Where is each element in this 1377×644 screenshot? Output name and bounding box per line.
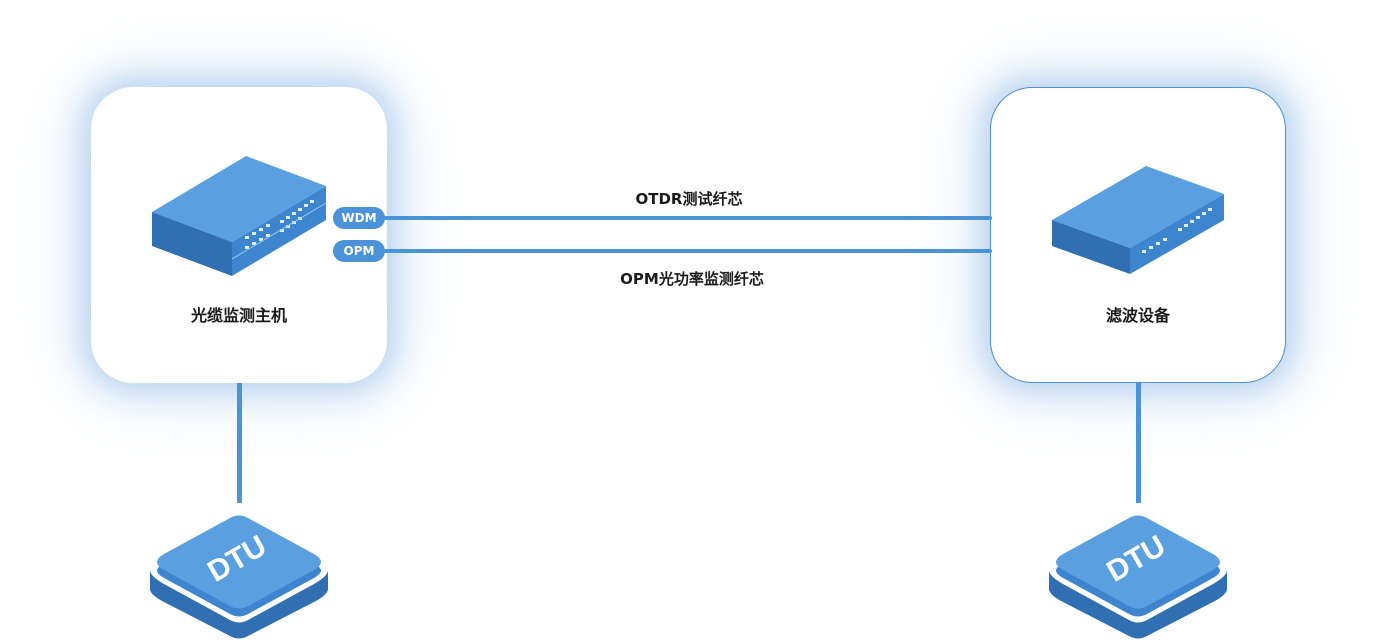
opm-port-badge: OPM (333, 240, 385, 262)
rack-server-icon (152, 156, 327, 276)
dtu-module-icon[interactable]: DTU (1043, 506, 1233, 642)
rack-server-icon (1052, 166, 1224, 274)
otdr-fiber-label: OTDR测试纤芯 (635, 190, 743, 208)
host-node-label: 光缆监测主机 (190, 306, 288, 325)
opm-fiber-link (384, 249, 992, 253)
otdr-fiber-link (384, 216, 992, 220)
host-dtu-link (237, 383, 242, 503)
opm-fiber-label: OPM光功率监测纤芯 (620, 270, 764, 288)
filter-node-label: 滤波设备 (1105, 306, 1171, 325)
dtu-module-icon[interactable]: DTU (144, 506, 334, 642)
filter-dtu-link (1136, 383, 1141, 503)
wdm-port-badge: WDM (333, 207, 385, 229)
